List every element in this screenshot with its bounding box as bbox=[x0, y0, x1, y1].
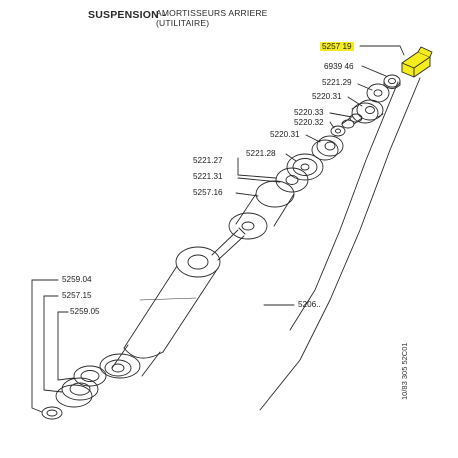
leader-5221-29 bbox=[357, 83, 373, 91]
dust-cover-part bbox=[228, 180, 295, 240]
piston-rod-part bbox=[211, 227, 246, 261]
part-label-5259-04[interactable]: 5259.04 bbox=[62, 275, 92, 284]
leader-5257-19 bbox=[359, 45, 405, 56]
leader-5221-31 bbox=[237, 177, 281, 183]
top-bolt-part bbox=[401, 46, 433, 78]
lower-washer-part bbox=[41, 406, 63, 420]
part-label-5221-31[interactable]: 5221.31 bbox=[193, 172, 223, 181]
part-label-5257-16[interactable]: 5257.16 bbox=[193, 188, 223, 197]
part-label-5221-28[interactable]: 5221.28 bbox=[246, 149, 276, 158]
nut-part bbox=[383, 74, 401, 89]
washer-upper-part bbox=[366, 83, 390, 103]
section-title: SUSPENSION - bbox=[88, 9, 166, 21]
drawing-reference-code: 10/83 305 52C01 bbox=[400, 342, 409, 400]
leader-5220-31-lower bbox=[305, 134, 321, 143]
leader-5220-33 bbox=[329, 112, 353, 118]
bracket-5259-04 bbox=[31, 279, 43, 413]
part-label-5257-15[interactable]: 5257.15 bbox=[62, 291, 92, 300]
part-label-5206[interactable]: 5206.. bbox=[298, 300, 321, 309]
leader-5221-27 bbox=[237, 157, 277, 179]
frame-line-upper bbox=[289, 81, 399, 331]
bracket-5257-15 bbox=[43, 295, 63, 393]
rubber-bush-lower-part bbox=[311, 135, 344, 161]
section-subtitle-line1: AMORTISSEURS ARRIERE bbox=[156, 8, 268, 18]
leader-5220-31-top bbox=[347, 96, 363, 107]
rubber-bush-upper-part bbox=[351, 99, 384, 124]
bracket-5259-05 bbox=[57, 311, 75, 381]
lower-bush-part bbox=[55, 365, 107, 408]
part-label-5221-29[interactable]: 5221.29 bbox=[322, 78, 352, 87]
part-label-5220-31-lower[interactable]: 5220.31 bbox=[270, 130, 300, 139]
leader-5221-28 bbox=[285, 153, 297, 162]
large-washer-part bbox=[275, 167, 309, 193]
leader-5257-16 bbox=[235, 192, 259, 197]
part-label-5221-27[interactable]: 5221.27 bbox=[193, 156, 223, 165]
part-label-5220-33[interactable]: 5220.33 bbox=[294, 108, 324, 117]
part-label-5257-19[interactable]: 5257 19 bbox=[320, 42, 354, 51]
frame-line-right bbox=[259, 77, 421, 411]
shock-body-part bbox=[99, 246, 221, 379]
leader-6939-46 bbox=[361, 65, 387, 77]
part-label-5220-31-top[interactable]: 5220.31 bbox=[312, 92, 342, 101]
part-label-6939-46[interactable]: 6939 46 bbox=[324, 62, 354, 71]
part-label-5220-32[interactable]: 5220.32 bbox=[294, 118, 324, 127]
small-washer-part bbox=[330, 125, 346, 137]
spacer-tube-part bbox=[341, 113, 363, 129]
cup-washer-part bbox=[286, 153, 324, 181]
section-subtitle-line2: (UTILITAIRE) bbox=[156, 18, 210, 28]
leader-5220-32 bbox=[329, 121, 335, 129]
part-label-5259-05[interactable]: 5259.05 bbox=[70, 307, 100, 316]
